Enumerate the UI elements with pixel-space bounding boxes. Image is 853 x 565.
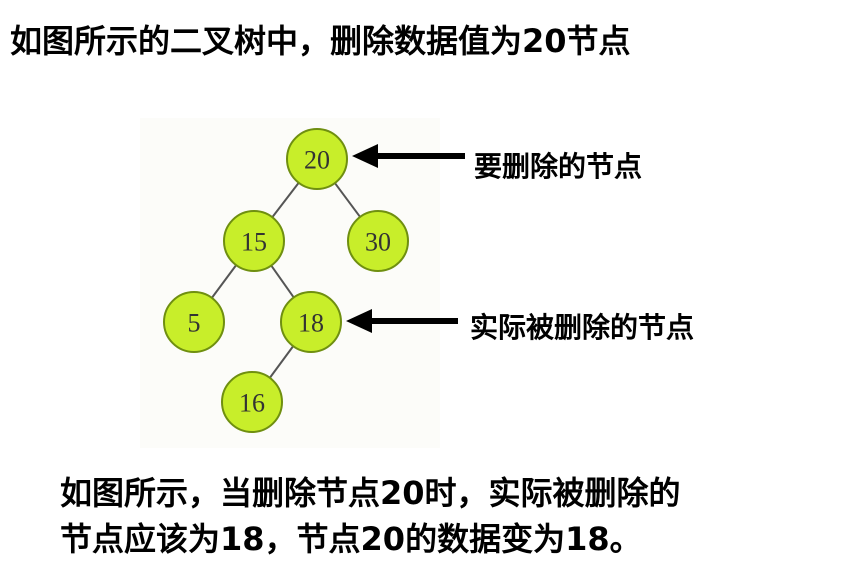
node-circle <box>163 291 225 353</box>
actual-arrow-head <box>346 309 372 333</box>
node-circle <box>223 210 285 272</box>
node-circle <box>347 210 409 272</box>
tree-edges <box>211 182 361 379</box>
tree-edge-n20-n15 <box>271 182 300 218</box>
node-circle <box>286 128 348 190</box>
tree-edge-n15-n5 <box>211 264 237 299</box>
node-circle <box>221 371 283 433</box>
node-label: 15 <box>241 228 267 257</box>
tree-node-15: 15 <box>223 210 285 272</box>
tree-node-5: 5 <box>163 291 225 353</box>
conclusion-text: 如图所示，当删除节点20时，实际被删除的 节点应该为18，节点20的数据变为18… <box>60 470 681 562</box>
tree-node-30: 30 <box>347 210 409 272</box>
actual-deleted-label: 实际被删除的节点 <box>470 311 695 344</box>
tree-nodes: 20 15 30 5 18 16 <box>163 128 409 433</box>
tree-edge-n18-n16 <box>269 345 294 379</box>
conclusion-line-1: 如图所示，当删除节点20时，实际被删除的 <box>60 474 681 512</box>
tree-node-20: 20 <box>286 128 348 190</box>
conclusion-line-2: 节点应该为18，节点20的数据变为18。 <box>60 520 642 558</box>
tree-edge-n15-n18 <box>270 264 295 299</box>
page-title: 如图所示的二叉树中，删除数据值为20节点 <box>10 22 631 60</box>
tree-node-16: 16 <box>221 371 283 433</box>
node-circle <box>280 291 342 353</box>
delete-arrow-head <box>352 144 378 168</box>
node-label: 20 <box>304 146 330 175</box>
node-label: 30 <box>365 228 391 257</box>
node-label: 18 <box>298 309 324 338</box>
tree-node-18: 18 <box>280 291 342 353</box>
node-label: 16 <box>239 389 265 418</box>
node-label: 5 <box>188 309 201 338</box>
tree-edge-n20-n30 <box>334 182 361 218</box>
delete-target-label: 要删除的节点 <box>474 150 643 183</box>
